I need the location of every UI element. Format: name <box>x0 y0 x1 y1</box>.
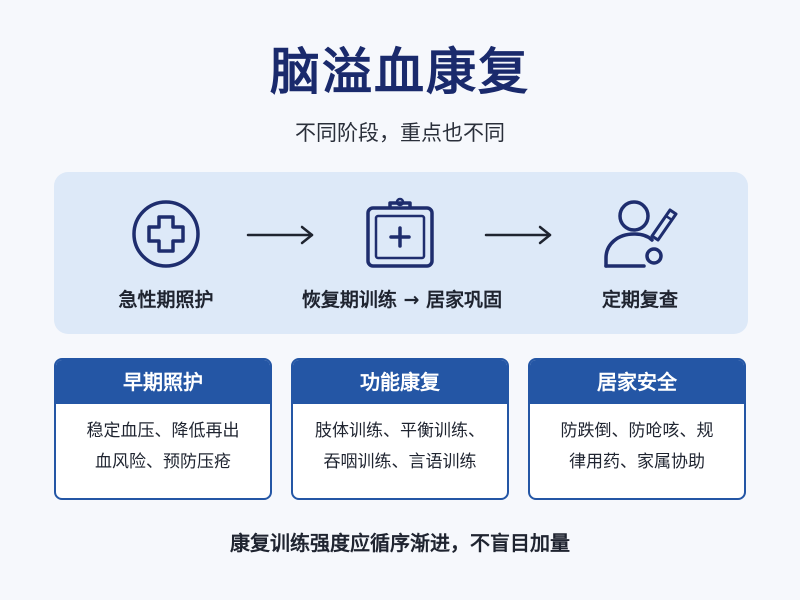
card-line: 防跌倒、防呛咳、规 <box>560 421 714 441</box>
stage-label-followup: 定期复查 <box>601 289 678 311</box>
card-title: 功能康复 <box>293 360 507 404</box>
medical-cross-icon <box>130 198 202 270</box>
stage-label-acute: 急性期照护 <box>118 289 214 311</box>
card-line: 肢体训练、平衡训练、 <box>315 421 485 441</box>
card-title: 居家安全 <box>530 360 744 404</box>
footer-note: 康复训练强度应循序渐进，不盲目加量 <box>230 531 570 555</box>
card-body: 防跌倒、防呛咳、规 律用药、家属协助 <box>530 404 744 478</box>
card-line: 稳定血压、降低再出 <box>86 421 240 441</box>
card-line: 血风险、预防压疮 <box>95 452 231 472</box>
card-early-care: 早期照护 稳定血压、降低再出 血风险、预防压疮 <box>54 358 272 500</box>
page-subtitle: 不同阶段，重点也不同 <box>295 121 505 145</box>
card-functional-rehab: 功能康复 肢体训练、平衡训练、 吞咽训练、言语训练 <box>291 358 509 500</box>
card-home-safety: 居家安全 防跌倒、防呛咳、规 律用药、家属协助 <box>528 358 746 500</box>
card-body: 肢体训练、平衡训练、 吞咽训练、言语训练 <box>293 404 507 478</box>
card-body: 稳定血压、降低再出 血风险、预防压疮 <box>56 404 270 478</box>
card-line: 吞咽训练、言语训练 <box>323 452 477 472</box>
arrow-right-icon <box>246 224 316 250</box>
patient-checkup-icon <box>600 196 680 272</box>
card-line: 律用药、家属协助 <box>569 452 705 472</box>
page-title: 脑溢血康复 <box>270 43 530 101</box>
arrow-right-icon <box>484 224 554 250</box>
clipboard-icon <box>362 196 438 272</box>
stage-label-recovery: 恢复期训练 → 居家巩固 <box>301 289 503 311</box>
card-title: 早期照护 <box>56 360 270 404</box>
